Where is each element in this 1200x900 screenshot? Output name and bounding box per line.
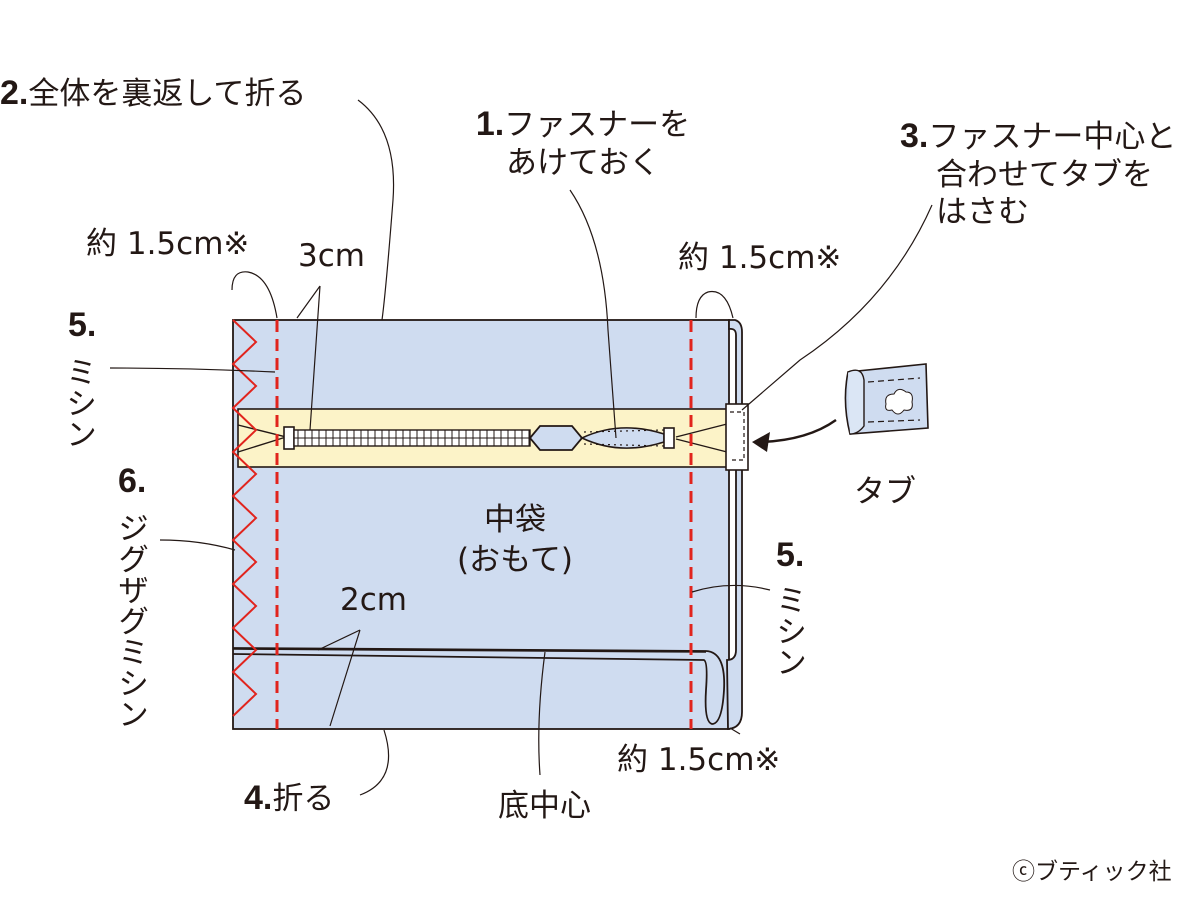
measure-left-seam: 約 1.5cm※ (86, 226, 250, 262)
lining-label-line1: 中袋 (484, 502, 546, 538)
step5-left-number: 5. (68, 306, 97, 344)
measure-bottom-seam: 約 1.5cm※ (617, 742, 781, 778)
zipper-open-teeth (583, 429, 665, 447)
lining-label: 中袋 (おもて) (430, 500, 600, 581)
measure-fold-depth: 2cm (340, 582, 407, 618)
step6-text: ジグザグミシン (112, 512, 148, 729)
tab-inserted (725, 403, 749, 471)
step4-text: 折る (272, 781, 335, 817)
tab-insert-arrowhead (752, 432, 770, 452)
leader-lines (109, 99, 933, 796)
bottom-fold-curl (232, 647, 726, 725)
lining-label-line2: (おもて) (457, 542, 573, 579)
tab-label: タブ (854, 474, 916, 510)
step4-label: 4.折る (244, 778, 334, 819)
zipper-stop-left (283, 426, 295, 450)
step5-right-text: ミシン (770, 584, 806, 677)
tab-snap-icon (885, 388, 913, 415)
zipper-slider (528, 425, 584, 451)
zipper-stop-right (663, 427, 675, 449)
step2-label: 2.全体を裏返して折る (0, 73, 306, 114)
bottom-fold-line (232, 648, 707, 653)
step5-left-text: ミシン (60, 356, 96, 449)
step3-label: 3.ファスナー中心と 合わせてタブを はさむ (900, 116, 1176, 231)
tab-loose (844, 363, 929, 435)
zigzag-stitch (231, 319, 258, 717)
measure-zipper-offset: 3cm (298, 238, 365, 274)
step3-line1: ファスナー中心と (928, 119, 1177, 155)
step1-label: 1.ファスナーを あけておく (468, 104, 698, 182)
lining-fabric (232, 319, 730, 730)
zipper-tape-end-right (675, 423, 728, 453)
step2-number: 2. (0, 74, 29, 112)
step4-number: 4. (244, 779, 273, 817)
step1-line1: ファスナーを (504, 107, 691, 143)
step3-number: 3. (900, 117, 929, 155)
step1-number: 1. (475, 105, 505, 143)
step1-line2: あけておく (505, 144, 661, 181)
copyright: ⓒブティック社 (1012, 859, 1172, 885)
tab-inserted-stitch (730, 411, 745, 461)
measure-right-seam: 約 1.5cm※ (678, 240, 842, 276)
step5-right-number: 5. (776, 536, 805, 574)
tab-insert-arrow (761, 419, 837, 444)
step3-line3: はさむ (936, 193, 1029, 230)
step2-text: 全体を裏返して折る (28, 76, 307, 112)
step6-number: 6. (118, 462, 147, 500)
step3-line2: 合わせてタブを (936, 156, 1153, 193)
zipper-teeth (293, 429, 531, 447)
bottom-center-label: 底中心 (498, 788, 591, 824)
